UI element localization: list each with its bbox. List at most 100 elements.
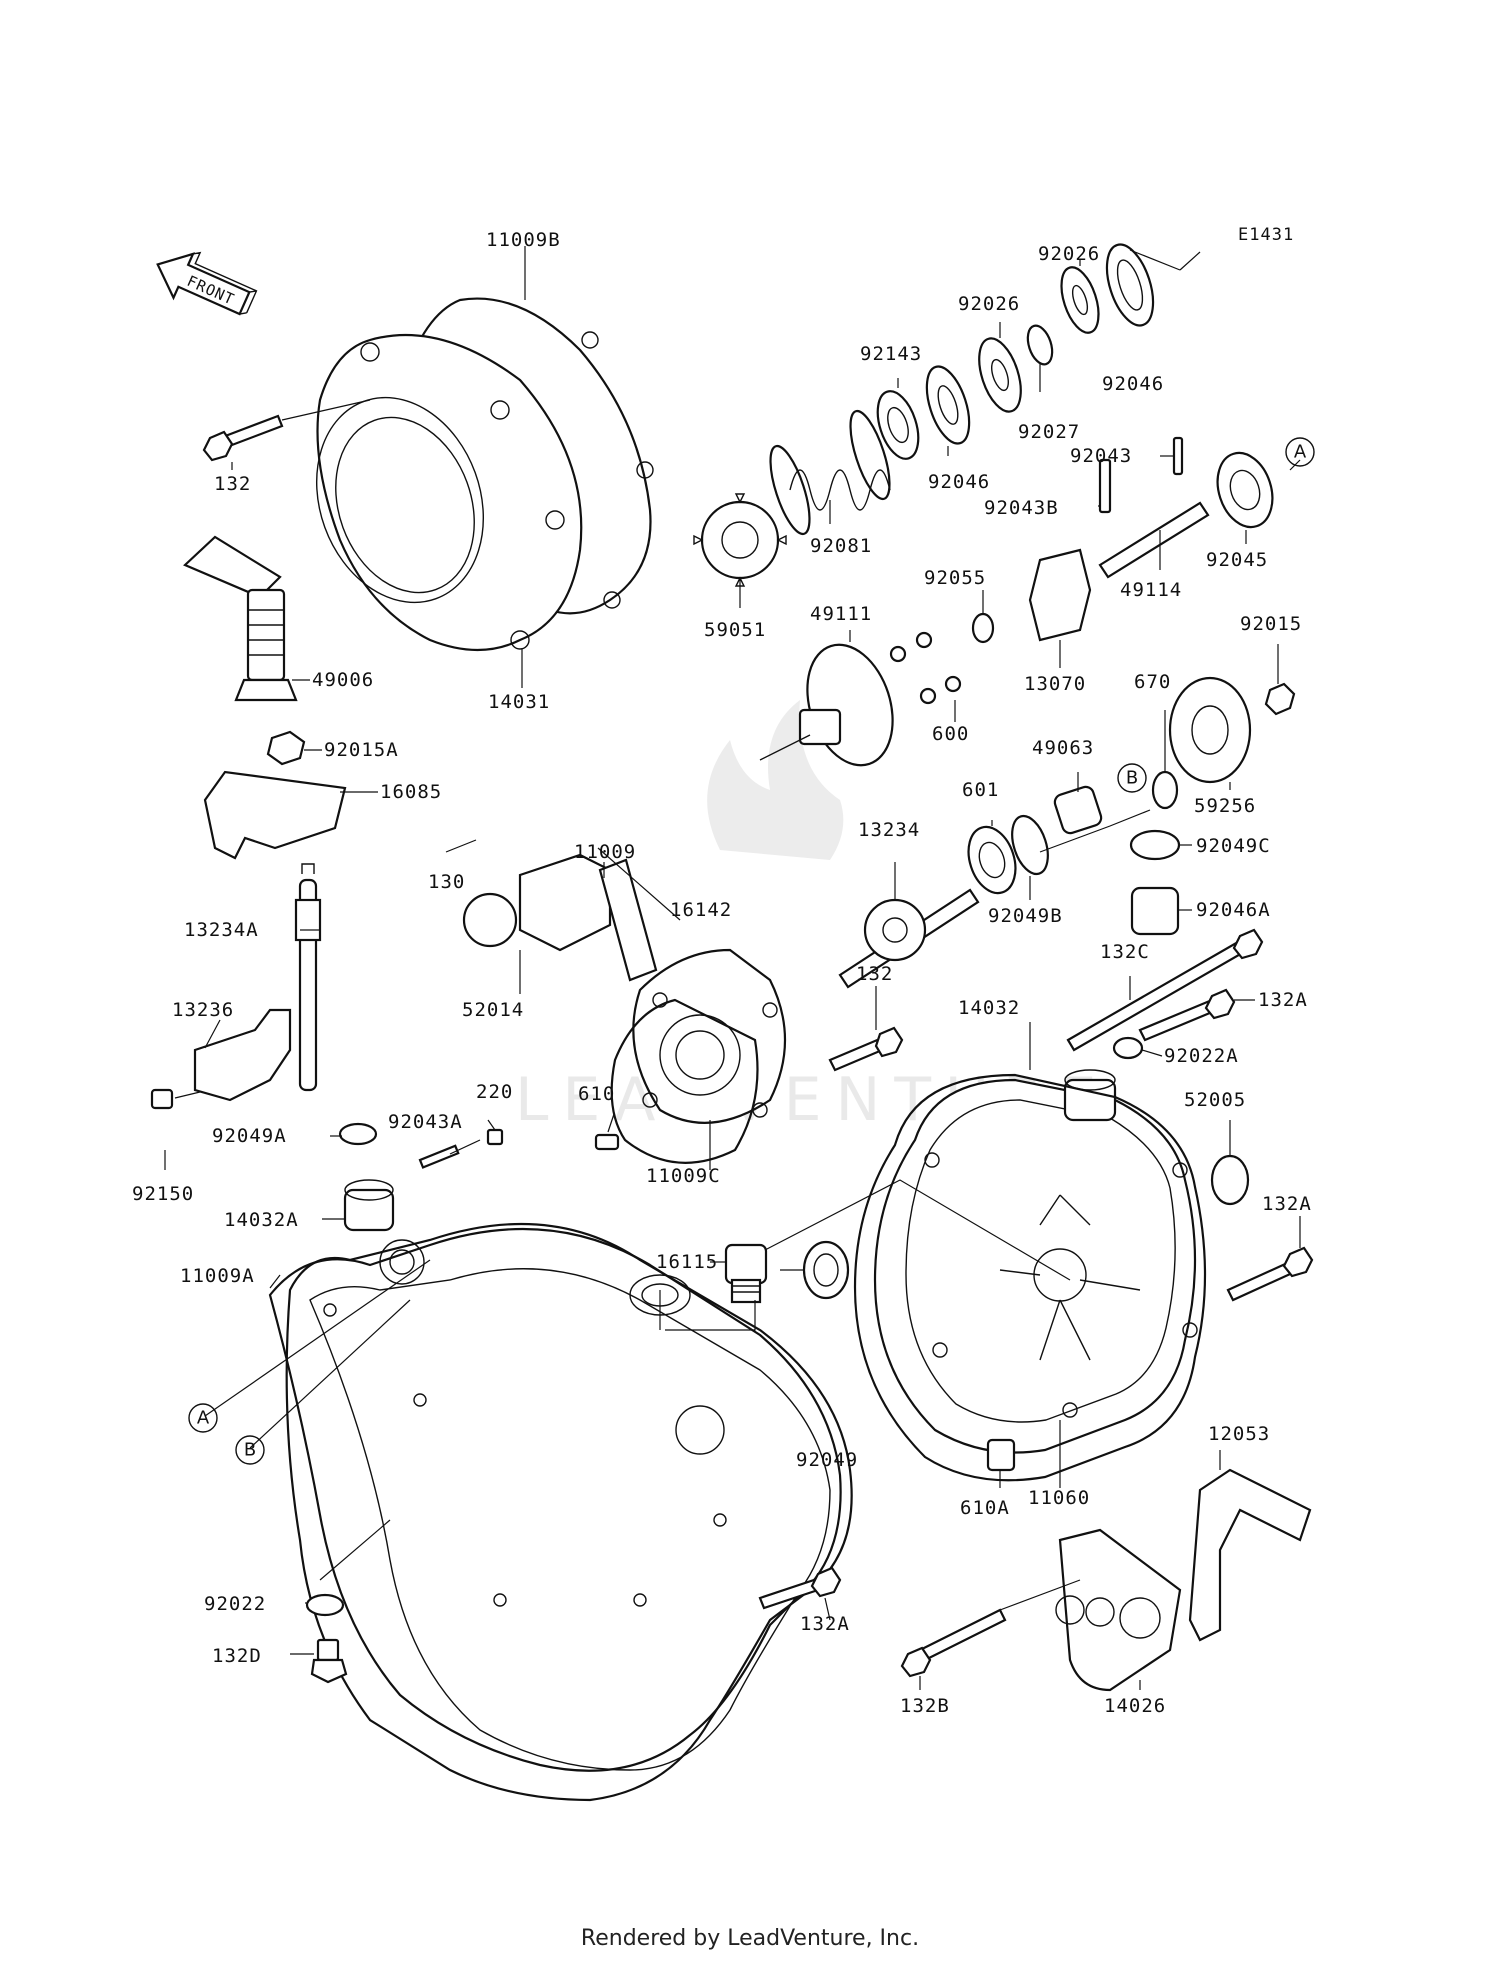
chain-guard-14026-icon	[1055, 1528, 1182, 1692]
part-label[interactable]: 59051	[704, 619, 766, 641]
shift-arm-icon	[193, 1008, 292, 1102]
part-label[interactable]: 49114	[1120, 579, 1182, 601]
part-label[interactable]: 14032A	[224, 1209, 299, 1231]
part-label[interactable]: 601	[962, 779, 999, 801]
part-label[interactable]: 13234A	[184, 919, 259, 941]
ref-marker-b-top: B	[1117, 763, 1147, 793]
part-label[interactable]: 92150	[132, 1183, 194, 1205]
footer-credit: Rendered by LeadVenture, Inc.	[580, 1926, 920, 1951]
ref-marker-a-top: A	[1285, 437, 1315, 467]
water-pump-group	[462, 853, 787, 1164]
part-label[interactable]: 610A	[960, 1497, 1010, 1519]
part-label[interactable]: 11009A	[180, 1265, 255, 1287]
part-label[interactable]: 92049B	[988, 905, 1063, 927]
part-label[interactable]: 11009C	[646, 1165, 721, 1187]
svg-text:A: A	[1294, 442, 1307, 463]
part-label[interactable]: 49111	[810, 603, 872, 625]
part-label[interactable]: 13234	[858, 819, 920, 841]
pin-610A-icon	[986, 1438, 1016, 1472]
part-label[interactable]: 92043A	[388, 1111, 463, 1133]
bolt-132A-right-icon	[1226, 1246, 1314, 1302]
drain-plug-icon	[310, 1638, 348, 1684]
part-label[interactable]: 92026	[1038, 243, 1100, 265]
ref-marker-a-bottom: A	[188, 1403, 218, 1433]
bolt-132A-bottom-icon	[758, 1566, 842, 1610]
part-label[interactable]: 59256	[1194, 795, 1256, 817]
bolt-220-icon	[486, 1128, 504, 1146]
gasket-11009A-icon	[268, 1227, 842, 1772]
leader-lines	[164, 246, 1301, 1690]
part-label[interactable]: 92022A	[1164, 1045, 1239, 1067]
part-label[interactable]: 92022	[204, 1593, 266, 1615]
clutch-cover-group	[315, 297, 654, 652]
part-label[interactable]: 14031	[488, 691, 550, 713]
part-label[interactable]: 13236	[172, 999, 234, 1021]
part-label[interactable]: 52005	[1184, 1089, 1246, 1111]
part-label[interactable]: 92015A	[324, 739, 399, 761]
part-label[interactable]: 92015	[1240, 613, 1302, 635]
part-label[interactable]: 132D	[212, 1645, 262, 1667]
part-label[interactable]: 220	[476, 1081, 513, 1103]
part-label[interactable]: 92026	[958, 293, 1020, 315]
oil-seal-92049A-icon	[338, 1122, 378, 1146]
svg-text:A: A	[197, 1408, 210, 1429]
part-label[interactable]: 92081	[810, 535, 872, 557]
part-label[interactable]: 600	[932, 723, 969, 745]
part-label[interactable]: 14026	[1104, 1695, 1166, 1717]
part-label[interactable]: 610	[578, 1083, 615, 1105]
bolt-132B-icon	[900, 1608, 1007, 1678]
gasket-11060-icon	[853, 1073, 1207, 1482]
part-label[interactable]: 49063	[1032, 737, 1094, 759]
oil-plug-icon	[724, 1243, 768, 1304]
part-label[interactable]: 52014	[462, 999, 524, 1021]
oil-seal-52005-icon	[1210, 1154, 1250, 1206]
part-label[interactable]: 12053	[1208, 1423, 1270, 1445]
part-label[interactable]: 92046	[1102, 373, 1164, 395]
kick-pedal-icon	[203, 770, 347, 860]
part-label[interactable]: 130	[428, 871, 465, 893]
pin-610-icon	[594, 1133, 620, 1151]
part-label[interactable]: 92049	[796, 1449, 858, 1471]
part-label[interactable]: 16142	[670, 899, 732, 921]
part-label[interactable]: 92046	[928, 471, 990, 493]
part-label[interactable]: 92055	[924, 567, 986, 589]
part-label[interactable]: 92143	[860, 343, 922, 365]
washer-92022-icon	[305, 1593, 345, 1617]
part-label[interactable]: 16115	[656, 1251, 718, 1273]
washer-92022A-icon	[1112, 1036, 1144, 1060]
pin-92043A-icon	[418, 1144, 460, 1169]
svg-text:B: B	[244, 1440, 256, 1461]
bolt-92150-icon	[150, 1088, 174, 1110]
part-label[interactable]: 132C	[1100, 941, 1150, 963]
part-label[interactable]: 132A	[800, 1613, 850, 1635]
svg-text:B: B	[1126, 768, 1138, 789]
part-label[interactable]: 14032	[958, 997, 1020, 1019]
part-label[interactable]: 16085	[380, 781, 442, 803]
front-arrow-icon: FRONT	[156, 251, 258, 316]
part-label[interactable]: 11009	[574, 841, 636, 863]
part-label[interactable]: 13070	[1024, 673, 1086, 695]
part-label[interactable]: 11060	[1028, 1487, 1090, 1509]
part-label[interactable]: 92049C	[1196, 835, 1271, 857]
clutch-cover-14032	[873, 1069, 1198, 1454]
part-label[interactable]: 132B	[900, 1695, 950, 1717]
right-crankcase-cover	[285, 1179, 853, 1802]
part-label[interactable]: 49006	[312, 669, 374, 691]
part-label[interactable]: 11009B	[486, 229, 561, 251]
part-label[interactable]: 132A	[1262, 1193, 1312, 1215]
part-label[interactable]: 92043	[1070, 445, 1132, 467]
part-label[interactable]: 132	[856, 963, 893, 985]
part-label[interactable]: 92045	[1206, 549, 1268, 571]
shift-shaft-icon	[294, 863, 322, 1092]
part-label[interactable]: 92046A	[1196, 899, 1271, 921]
part-label[interactable]: 670	[1134, 671, 1171, 693]
part-label[interactable]: 132	[214, 473, 251, 495]
part-label[interactable]: 92043B	[984, 497, 1059, 519]
part-label[interactable]: 92049A	[212, 1125, 287, 1147]
part-label[interactable]: 132A	[1258, 989, 1308, 1011]
part-label[interactable]: 92027	[1018, 421, 1080, 443]
bolt-132A-upper-icon	[1138, 988, 1236, 1042]
oil-seal-92049-icon	[802, 1240, 850, 1300]
nut-92015A-icon	[266, 730, 306, 766]
